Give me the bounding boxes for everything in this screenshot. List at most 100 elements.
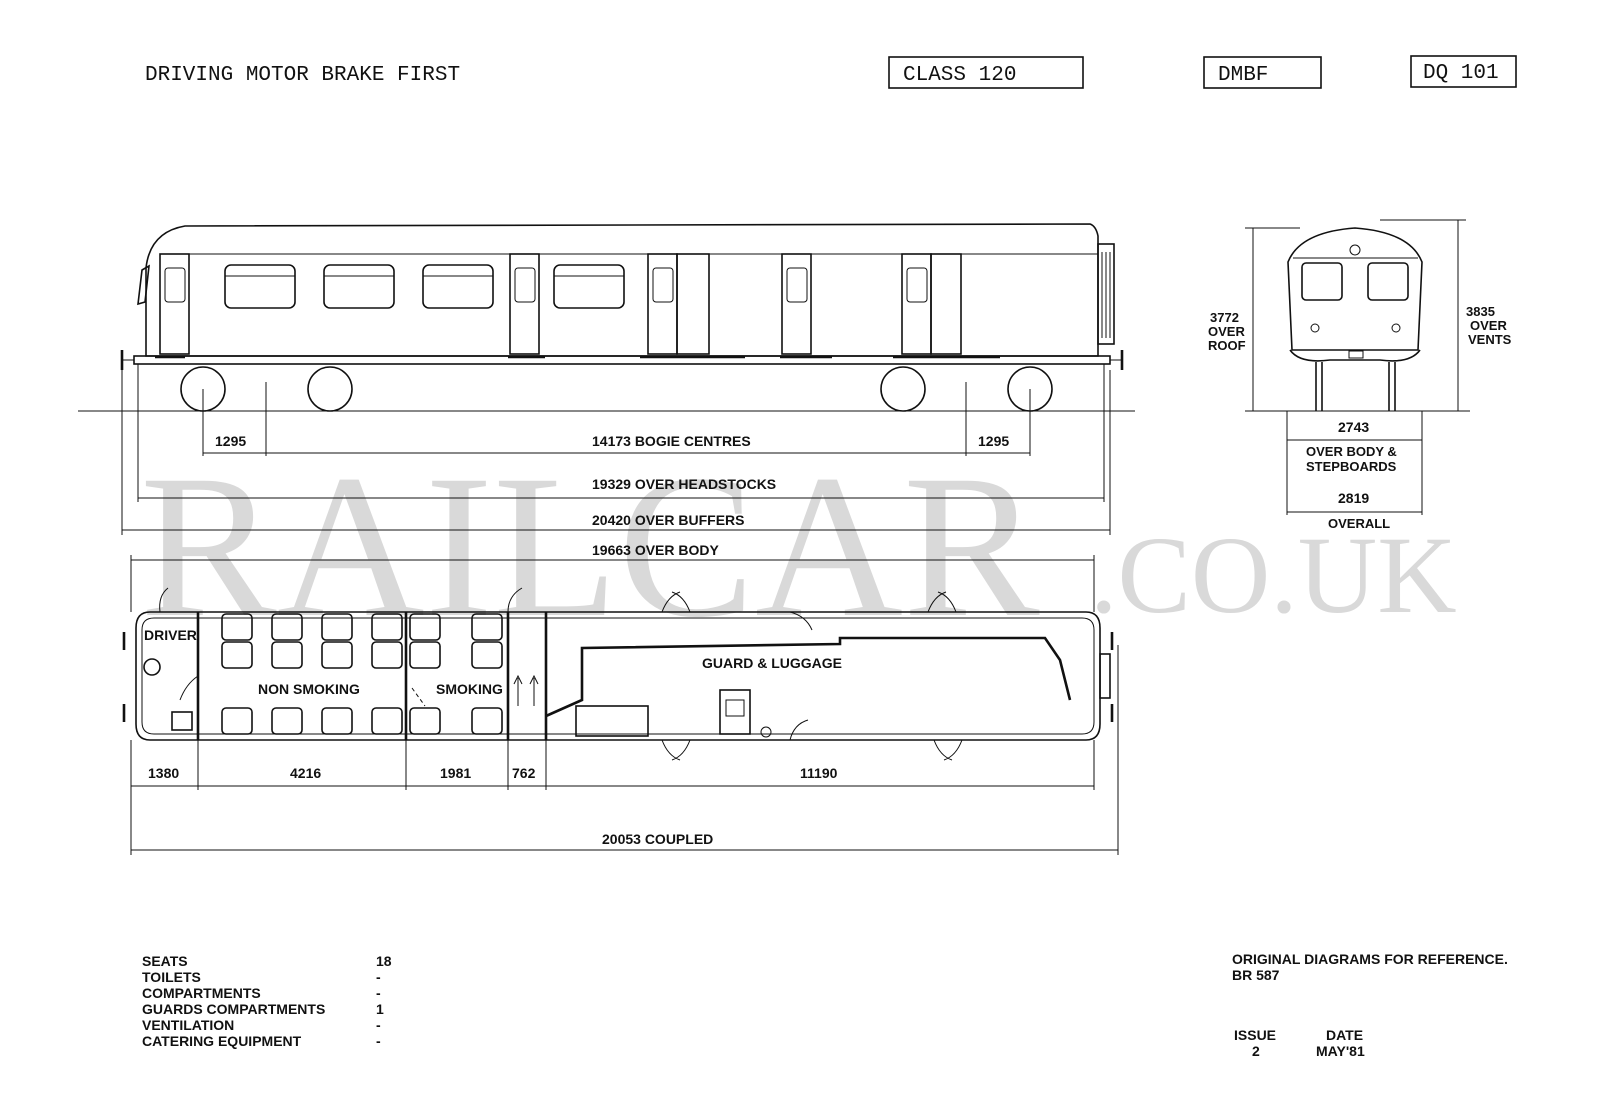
watermark-suffix: .CO.UK <box>1090 514 1457 636</box>
stat-value: 1 <box>376 1001 384 1017</box>
label-driver: DRIVER <box>144 627 197 643</box>
door-window <box>652 267 674 303</box>
cab-window <box>137 264 150 306</box>
passenger-door-1 <box>509 253 540 355</box>
body-width-label-1: OVER BODY & <box>1306 444 1397 459</box>
end-elevation: 3772 OVER ROOF 3835 OVER VENTS 2743 OVER… <box>1208 219 1512 531</box>
vents-height-over: OVER <box>1470 318 1507 333</box>
door-window <box>906 267 928 303</box>
door-swing <box>789 719 809 741</box>
seats-top <box>221 613 503 669</box>
dim-body: 19663 OVER BODY <box>592 542 719 558</box>
reference-line-2: BR 587 <box>1232 967 1280 983</box>
saloon-windows <box>224 264 625 309</box>
saloon-window <box>422 264 494 309</box>
stat-label: CATERING EQUIPMENT <box>142 1033 302 1049</box>
seat <box>471 613 503 641</box>
arrow-up-icon <box>513 674 523 685</box>
date-value: MAY'81 <box>1316 1043 1365 1059</box>
dim-1380: 1380 <box>148 765 179 781</box>
driver-controls-icon <box>143 658 161 676</box>
reference-line-1: ORIGINAL DIAGRAMS FOR REFERENCE. <box>1232 951 1508 967</box>
stats-table: SEATS 18 TOILETS - COMPARTMENTS - GUARDS… <box>142 953 392 1049</box>
diagram-label: DQ 101 <box>1423 62 1499 85</box>
brake-wheel-icon <box>760 726 772 738</box>
partition-door-swing <box>411 687 426 707</box>
side-elevation: 1295 14173 BOGIE CENTRES 1295 19329 OVER… <box>78 223 1135 612</box>
door-swing <box>507 587 523 613</box>
roof-height-value: 3772 <box>1210 310 1239 325</box>
label-non-smoking: NON SMOKING <box>258 681 360 697</box>
stat-label: SEATS <box>142 953 188 969</box>
stat-value: - <box>376 985 381 1001</box>
vents-height-value: 3835 <box>1466 304 1495 319</box>
seat <box>471 707 503 735</box>
stat-value: - <box>376 1017 381 1033</box>
end-window-left <box>1301 262 1343 301</box>
cab-door <box>159 253 190 355</box>
luggage-door-1 <box>781 253 812 355</box>
door-swing <box>789 611 813 631</box>
end-window-right <box>1367 262 1409 301</box>
guard-door-pair <box>676 253 710 355</box>
seat <box>321 641 353 669</box>
marker-lamp-right <box>1391 323 1401 333</box>
saloon-window <box>553 264 625 309</box>
seat <box>321 613 353 641</box>
seat <box>321 707 353 735</box>
arrow-up-icon <box>529 674 539 685</box>
class-label: CLASS 120 <box>903 64 1016 87</box>
stat-value: - <box>376 969 381 985</box>
dim-1981: 1981 <box>440 765 471 781</box>
label-guard-luggage: GUARD & LUGGAGE <box>702 655 842 671</box>
seat <box>471 641 503 669</box>
seat <box>221 641 253 669</box>
door-swing <box>661 591 681 613</box>
plan-gangway <box>1099 653 1111 699</box>
stat-label: TOILETS <box>142 969 201 985</box>
stat-value: - <box>376 1033 381 1049</box>
dim-762: 762 <box>512 765 536 781</box>
date-label: DATE <box>1326 1027 1363 1043</box>
issue-label: ISSUE <box>1234 1027 1276 1043</box>
door-swing <box>937 591 957 613</box>
dim-1295-right: 1295 <box>978 433 1009 449</box>
seat <box>271 707 303 735</box>
driver-seat <box>171 711 193 731</box>
door-window <box>514 267 536 303</box>
type-box <box>1203 56 1322 89</box>
dim-headstocks: 19329 OVER HEADSTOCKS <box>592 476 776 492</box>
door-swing <box>927 591 947 613</box>
seat <box>371 707 403 735</box>
dim-bogie-centres: 14173 BOGIE CENTRES <box>592 433 751 449</box>
label-smoking: SMOKING <box>436 681 503 697</box>
type-label: DMBF <box>1218 64 1268 87</box>
end-buffer-beam <box>1289 349 1421 362</box>
stat-label: VENTILATION <box>142 1017 234 1033</box>
seat <box>271 641 303 669</box>
door-swing <box>671 739 691 761</box>
end-body-outline <box>1287 227 1423 351</box>
dim-buffers: 20420 OVER BUFFERS <box>592 512 745 528</box>
wheel <box>307 366 353 412</box>
seat <box>409 613 441 641</box>
seat <box>371 641 403 669</box>
door-swing <box>933 739 953 761</box>
overall-width-value: 2819 <box>1338 490 1369 506</box>
door-swing <box>179 675 199 701</box>
door-swing <box>671 591 691 613</box>
saloon-window <box>323 264 395 309</box>
seats-bottom <box>221 707 503 735</box>
plan-inner-outline <box>141 617 1095 735</box>
page-title: DRIVING MOTOR BRAKE FIRST <box>145 64 460 87</box>
wheel <box>880 366 926 412</box>
seat <box>409 641 441 669</box>
guard-interior-wall <box>545 636 1072 718</box>
door-window <box>164 267 186 303</box>
dim-1295-left: 1295 <box>215 433 246 449</box>
stat-label: GUARDS COMPARTMENTS <box>142 1001 325 1017</box>
coupling-box <box>1348 350 1364 359</box>
guard-seat <box>719 689 751 735</box>
body-width-value: 2743 <box>1338 419 1369 435</box>
